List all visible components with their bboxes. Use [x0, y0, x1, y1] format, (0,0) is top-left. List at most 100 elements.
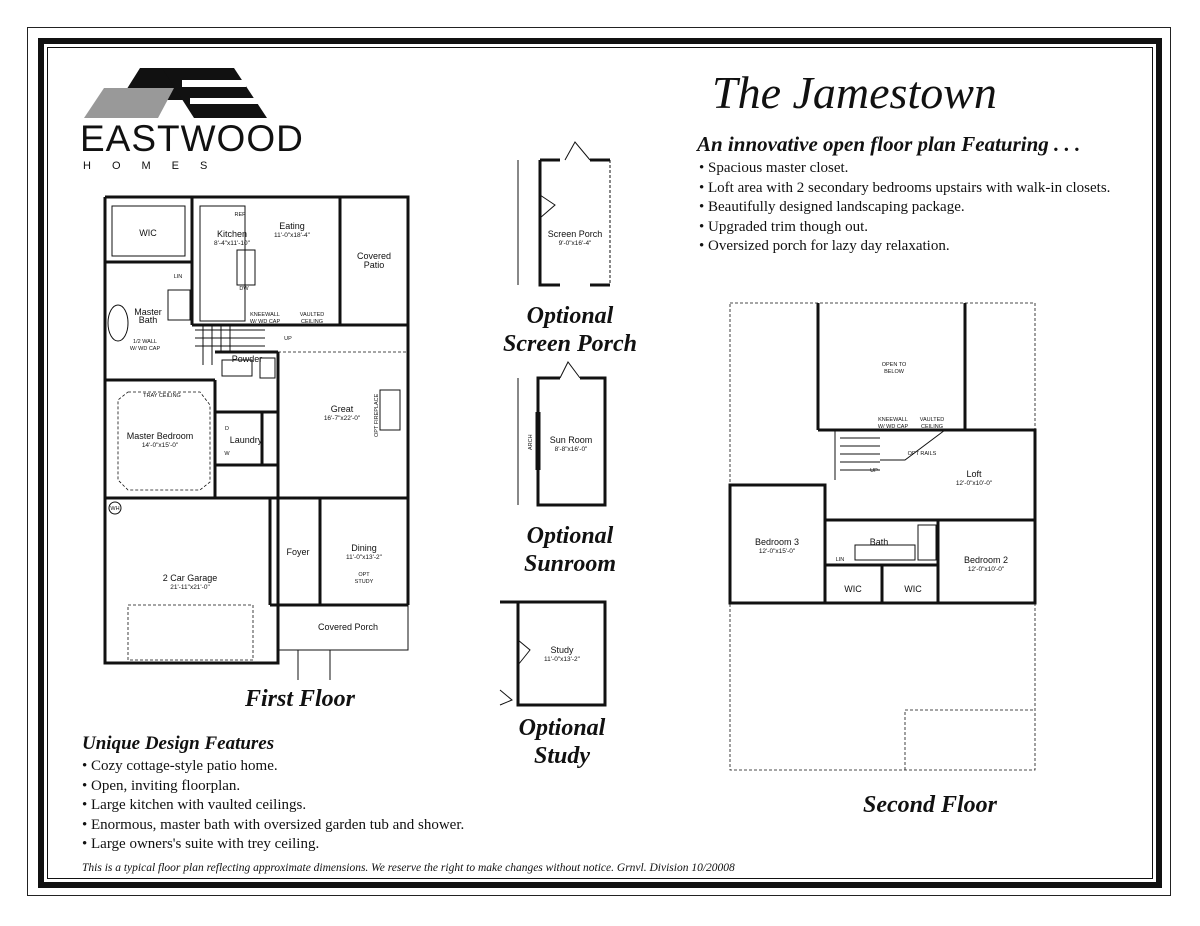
- unique-feature-item: Cozy cottage-style patio home.: [82, 757, 464, 777]
- note-label: KNEEWALL: [878, 417, 908, 423]
- room-label: Screen Porch: [548, 229, 603, 239]
- room-dimension: 16'-7"x22'-0": [324, 415, 361, 422]
- sunroom-plan: [517, 361, 607, 507]
- note-label: OPT RAILS: [908, 451, 937, 457]
- unique-features-heading: Unique Design Features: [82, 733, 275, 754]
- note-label: OPT FIREPLACE: [374, 393, 380, 437]
- screen-porch-plan: [517, 141, 611, 287]
- caption-line: Optional: [526, 303, 614, 329]
- second-floor-details: [834, 429, 947, 561]
- second-floor-outline: [729, 302, 1036, 771]
- room-dimension: 9'-0"x16'-4": [559, 240, 592, 247]
- room-dimension: 8'-8"x16'-0": [555, 446, 588, 453]
- note-label: CEILING: [301, 319, 323, 325]
- room-label: Sun Room: [550, 435, 593, 445]
- note-label: W/ WD CAP: [878, 424, 909, 430]
- appliance-label: DW: [239, 286, 249, 292]
- features-heading: An innovative open floor plan Featuring …: [697, 132, 1081, 156]
- feature-item: Beautifully designed landscaping package…: [699, 198, 1110, 218]
- note-label: OPT: [358, 572, 370, 578]
- screen-porch-caption: Optional Screen Porch: [495, 302, 645, 358]
- room-label: Study: [550, 645, 574, 655]
- first-floor-details: [107, 196, 409, 680]
- feature-item: Oversized porch for lazy day relaxation.: [699, 237, 1110, 257]
- caption-line: Screen Porch: [503, 331, 637, 357]
- note-label: CEILING: [921, 424, 943, 430]
- first-floor-caption: First Floor: [244, 686, 356, 712]
- note-label: OPEN TO: [882, 362, 907, 368]
- note-label: VAULTED: [920, 417, 945, 423]
- room-dimension: 12'-0"x10'-0": [956, 480, 993, 487]
- first-floor-dashed: [117, 351, 408, 661]
- logo-subtext: HOMES: [83, 160, 229, 172]
- water-heater-icon: [108, 501, 122, 515]
- unique-feature-item: Enormous, master bath with oversized gar…: [82, 816, 464, 836]
- room-label: Master: [134, 307, 162, 317]
- feature-item: Upgraded trim though out.: [699, 218, 1110, 238]
- room-dimension: 8'-4"x11'-10": [214, 240, 251, 247]
- caption-line: Sunroom: [523, 551, 617, 577]
- note-label: W/ WD CAP: [250, 319, 281, 325]
- room-dimension: 21'-11"x21'-0": [170, 584, 210, 591]
- appliance-label: D: [225, 426, 229, 432]
- study-plan: [499, 600, 607, 707]
- room-label: Dining: [351, 543, 377, 553]
- room-label: Eating: [279, 221, 305, 231]
- note-label: BELOW: [884, 369, 905, 375]
- first-floor-walls: [103, 195, 410, 665]
- disclaimer: This is a typical floor plan reflecting …: [82, 862, 735, 874]
- room-label: Great: [331, 404, 354, 414]
- note-label: W/ WD CAP: [130, 346, 161, 352]
- room-label: Bath: [139, 315, 158, 325]
- inner-border: [38, 38, 1162, 888]
- features-list: Spacious master closet. Loft area with 2…: [699, 159, 1110, 257]
- room-dimension: 12'-0"x10'-0": [968, 566, 1005, 573]
- room-label: WIC: [844, 584, 862, 594]
- note-label: ARCH: [528, 434, 534, 450]
- water-heater-label: WH: [110, 506, 119, 512]
- unique-feature-item: Open, inviting floorplan.: [82, 777, 464, 797]
- room-label: Covered Porch: [318, 622, 378, 632]
- room-label: 2 Car Garage: [163, 573, 218, 583]
- room-label: Bedroom 2: [964, 555, 1008, 565]
- room-label: Powder: [232, 354, 263, 364]
- eastwood-logo-icon: [84, 68, 267, 118]
- appliance-label: W: [224, 451, 230, 457]
- feature-item: Spacious master closet.: [699, 159, 1110, 179]
- room-label: Master Bedroom: [127, 431, 194, 441]
- room-dimension: 11'-0"x13'-2": [544, 656, 581, 663]
- page-title: The Jamestown: [712, 67, 997, 118]
- study-caption: Optional Study: [487, 714, 637, 770]
- note-label: 1/2 WALL: [133, 339, 157, 345]
- room-label: Bath: [870, 537, 889, 547]
- room-dimension: 12'-0"x15'-0": [759, 548, 796, 555]
- unique-feature-item: Large kitchen with vaulted ceilings.: [82, 796, 464, 816]
- room-label: Kitchen: [217, 229, 247, 239]
- inner-border-line: [47, 47, 1153, 879]
- room-dimension: 14'-0"x15'-0": [142, 442, 179, 449]
- stair-label: UP: [284, 336, 292, 342]
- room-label: Bedroom 3: [755, 537, 799, 547]
- sunroom-caption: Optional Sunroom: [495, 522, 645, 578]
- room-label: Covered: [357, 251, 391, 261]
- appliance-label: REF: [235, 212, 247, 218]
- room-dimension: 11'-0"x13'-2": [346, 554, 383, 561]
- caption-line: Optional: [526, 523, 614, 549]
- unique-feature-item: Large owners's suite with trey ceiling.: [82, 835, 464, 855]
- second-floor-caption: Second Floor: [862, 792, 997, 818]
- note-label: TRAY CEILING: [143, 393, 181, 399]
- logo-wordmark: EASTWOOD: [80, 118, 304, 159]
- caption-line: Optional: [518, 715, 606, 741]
- room-label: Laundry: [230, 435, 263, 445]
- room-dimension: 11'-0"x18'-4": [274, 232, 311, 239]
- room-label: WIC: [139, 228, 157, 238]
- feature-item: Loft area with 2 secondary bedrooms upst…: [699, 179, 1110, 199]
- room-label: WIC: [904, 584, 922, 594]
- room-label: Foyer: [286, 547, 309, 557]
- stair-label: UP: [870, 468, 878, 474]
- second-floor-walls: [728, 303, 1037, 605]
- note-label: KNEEWALL: [250, 312, 280, 318]
- room-label: Patio: [364, 260, 385, 270]
- caption-line: Study: [533, 743, 590, 769]
